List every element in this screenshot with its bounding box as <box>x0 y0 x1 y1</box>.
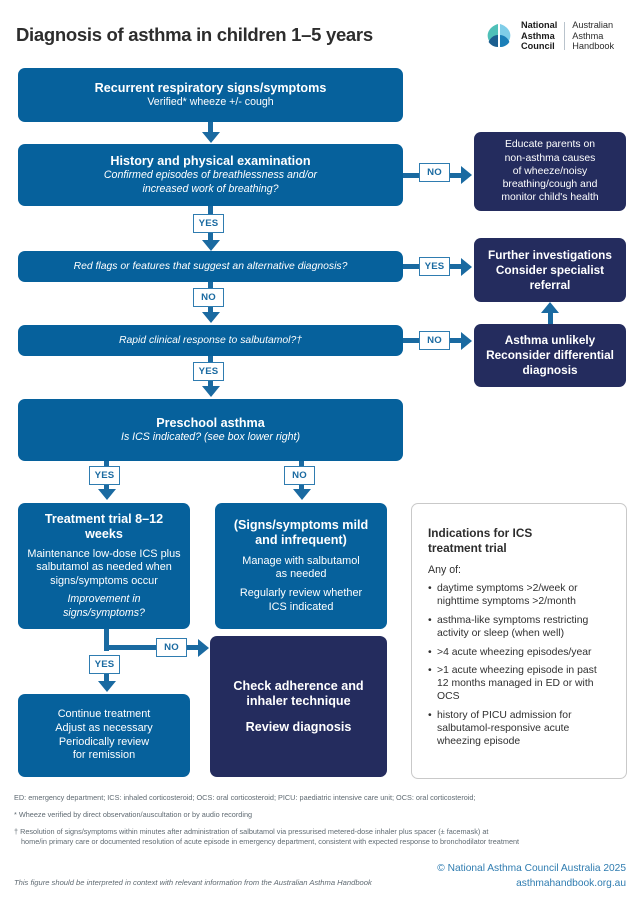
node-salbutamol-response: Rapid clinical response to salbutamol?† <box>18 325 403 356</box>
panel-indication-list: daytime symptoms >2/week or nighttime sy… <box>428 582 610 748</box>
footnote-dagger-line1: † Resolution of signs/symptoms within mi… <box>14 827 489 836</box>
indications-for-ics-panel: Indications for ICS treatment trial Any … <box>411 503 627 779</box>
node-recurrent-symptoms-title: Recurrent respiratory signs/symptoms <box>94 80 327 95</box>
branch-label-no-trial: NO <box>156 638 187 657</box>
footer-interpretation-note: This figure should be interpreted in con… <box>14 878 372 887</box>
branch-label-no-salbutamol: NO <box>419 331 450 350</box>
node-preschool-asthma-q: Is ICS indicated? (see box lower right) <box>121 430 300 443</box>
arrow-up-icon <box>541 302 559 313</box>
footnote-asterisk: * Wheeze verified by direct observation/… <box>14 810 253 819</box>
branch-label-no-history: NO <box>419 163 450 182</box>
panel-any-of-label: Any of: <box>428 564 461 577</box>
arrow-right-icon <box>461 257 472 276</box>
connector-trial-no-h2 <box>187 645 198 650</box>
organisation-logo: National Asthma Council Australian Asthm… <box>484 14 632 58</box>
node-mild-infrequent: (Signs/symptoms mild and infrequent) Man… <box>215 503 387 629</box>
connector-history-yes-b <box>208 233 213 241</box>
node-salbutamol-response-q: Rapid clinical response to salbutamol?† <box>118 335 303 346</box>
arrow-right-icon <box>461 331 472 350</box>
node-treatment-trial: Treatment trial 8–12 weeks Maintenance l… <box>18 503 190 629</box>
branch-label-yes-trial: YES <box>89 655 120 674</box>
connector-salbutamol-no <box>403 338 419 343</box>
list-item: asthma-like symptoms restricting activit… <box>428 614 610 640</box>
handbook-url-link[interactable]: asthmahandbook.org.au <box>516 877 626 889</box>
connector-trial-yes-v <box>104 674 109 682</box>
arrow-right-icon <box>198 638 209 657</box>
node-recurrent-symptoms-sub: Verified* wheeze +/- cough <box>147 95 274 108</box>
panel-title: Indications for ICS treatment trial <box>428 526 533 555</box>
logo-text-left: National Asthma Council <box>521 20 558 52</box>
node-history-exam-title: History and physical examination <box>110 154 311 169</box>
node-preschool-asthma: Preschool asthma Is ICS indicated? (see … <box>18 399 403 461</box>
connector-preschool-no-b <box>299 485 304 490</box>
node-continue-treatment: Continue treatment Adjust as necessary P… <box>18 694 190 777</box>
list-item: >4 acute wheezing episodes/year <box>428 646 610 659</box>
connector-trial-trunk <box>104 629 109 651</box>
footnote-dagger-line2: home/in primary care or documented resol… <box>21 836 520 846</box>
node-recurrent-symptoms: Recurrent respiratory signs/symptoms Ver… <box>18 68 403 122</box>
connector-history-no-2 <box>450 172 462 178</box>
node-history-exam-q1: Confirmed episodes of breathlessness and… <box>103 169 318 182</box>
arrow-down-icon <box>201 386 220 397</box>
arrow-down-icon <box>201 312 220 323</box>
arrow-down-icon <box>201 240 220 251</box>
connector-preschool-no-a <box>299 461 304 466</box>
arrow-down-icon <box>292 489 311 500</box>
connector-history-no <box>403 172 419 178</box>
list-item: history of PICU admission for salbutamol… <box>428 709 610 748</box>
copyright-text: © National Asthma Council Australia 2025 <box>437 863 626 874</box>
branch-label-yes-history: YES <box>193 214 224 233</box>
node-treatment-trial-title: Treatment trial 8–12 weeks <box>44 511 164 541</box>
arrow-down-icon <box>97 681 116 692</box>
node-red-flags-q: Red flags or features that suggest an al… <box>73 261 348 272</box>
node-red-flags: Red flags or features that suggest an al… <box>18 251 403 282</box>
connector-redflags-yes <box>403 264 419 269</box>
connector-preschool-yes-b <box>104 485 109 490</box>
node-educate-parents: Educate parents on non-asthma causes of … <box>474 132 626 211</box>
list-item: >1 acute wheezing episode in past 12 mon… <box>428 664 610 703</box>
footnote-dagger: † Resolution of signs/symptoms within mi… <box>14 827 626 846</box>
node-check-adherence: Check adherence and inhaler technique Re… <box>210 636 387 777</box>
node-history-exam-q2: increased work of breathing? <box>142 182 279 195</box>
connector-redflags-yes-2 <box>450 264 462 269</box>
footnote-abbreviations: ED: emergency department; ICS: inhaled c… <box>14 793 476 802</box>
branch-label-yes-redflags: YES <box>419 257 450 276</box>
branch-label-yes-salbutamol: YES <box>193 362 224 381</box>
connector-salbutamol-yes-b <box>208 381 213 387</box>
arrow-down-icon <box>201 132 220 143</box>
footer-copyright-block: © National Asthma Council Australia 2025… <box>437 862 626 891</box>
connector-trial-no-h <box>104 645 156 650</box>
branch-label-yes-preschool: YES <box>89 466 120 485</box>
node-asthma-unlikely: Asthma unlikely Reconsider differential … <box>474 324 626 387</box>
connector-preschool-yes-a <box>104 461 109 466</box>
branch-label-no-redflags: NO <box>193 288 224 307</box>
branch-label-no-preschool: NO <box>284 466 315 485</box>
logo-text-right: Australian Asthma Handbook <box>572 20 615 52</box>
node-further-investigations: Further investigations Consider speciali… <box>474 238 626 302</box>
logo-divider <box>564 22 566 50</box>
connector-redflags-no-a <box>208 282 213 288</box>
connector-start-to-history <box>208 122 213 134</box>
connector-redflags-no-b <box>208 307 213 313</box>
connector-salbutamol-yes-a <box>208 356 213 362</box>
page-title: Diagnosis of asthma in children 1–5 year… <box>16 24 373 45</box>
connector-salbutamol-no-2 <box>450 338 462 343</box>
arrow-down-icon <box>97 489 116 500</box>
arrow-right-icon <box>461 166 472 184</box>
node-preschool-asthma-title: Preschool asthma <box>156 415 265 430</box>
connector-history-yes-a <box>208 206 213 214</box>
connector-unlikely-to-further <box>547 310 553 324</box>
node-history-exam: History and physical examination Confirm… <box>18 144 403 206</box>
lungs-leaf-logo-icon <box>484 21 514 51</box>
list-item: daytime symptoms >2/week or nighttime sy… <box>428 582 610 608</box>
